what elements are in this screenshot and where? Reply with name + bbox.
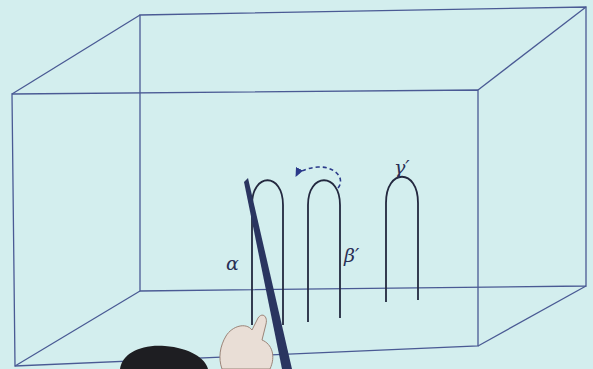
strand-label: β′ bbox=[344, 246, 359, 265]
wireframe-box bbox=[12, 7, 586, 366]
flux-strands bbox=[252, 177, 418, 325]
strand-label: γ′ bbox=[394, 158, 410, 177]
presenter-head bbox=[120, 346, 208, 369]
rotation-arrow bbox=[296, 167, 341, 188]
hand bbox=[220, 315, 273, 369]
strand-label: α bbox=[226, 254, 239, 273]
